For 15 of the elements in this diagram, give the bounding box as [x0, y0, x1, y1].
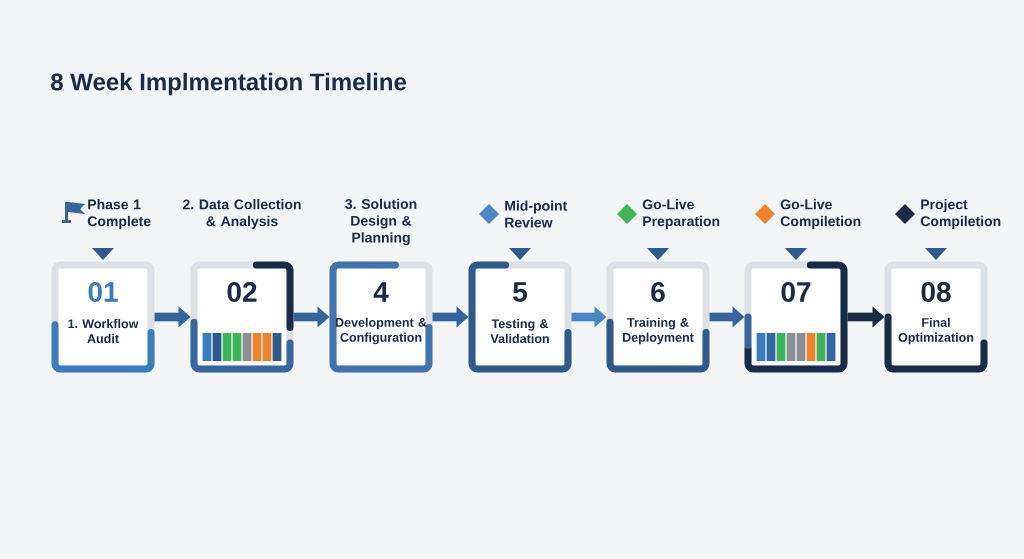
step-box: 6 Training & Deployment: [606, 261, 710, 373]
milestone-label: Project Compiletion: [920, 199, 1001, 229]
step-box: 01 1. Workflow Audit: [51, 261, 155, 373]
milestone-label: Go-Live Compiletion: [780, 199, 861, 229]
milestone-label: Mid-point Review: [505, 200, 568, 228]
phase-label: 2. Data Collection & Analysis: [183, 199, 301, 229]
step-box: 07: [744, 261, 848, 373]
milestone-label: Go-Live Preparation: [642, 199, 720, 229]
step-box: 5 Testing & Validation: [468, 261, 572, 373]
step-box: 08 Final Optimization: [884, 261, 988, 373]
milestone-label: Phase 1 Complete: [87, 199, 151, 229]
step-box: 02: [190, 261, 294, 373]
title: 8 Week Implmentation Timeline: [51, 72, 406, 96]
phase-label: 3. Solution Design & Planning: [345, 198, 417, 246]
step-box: 4 Development & Configuration: [329, 261, 433, 373]
